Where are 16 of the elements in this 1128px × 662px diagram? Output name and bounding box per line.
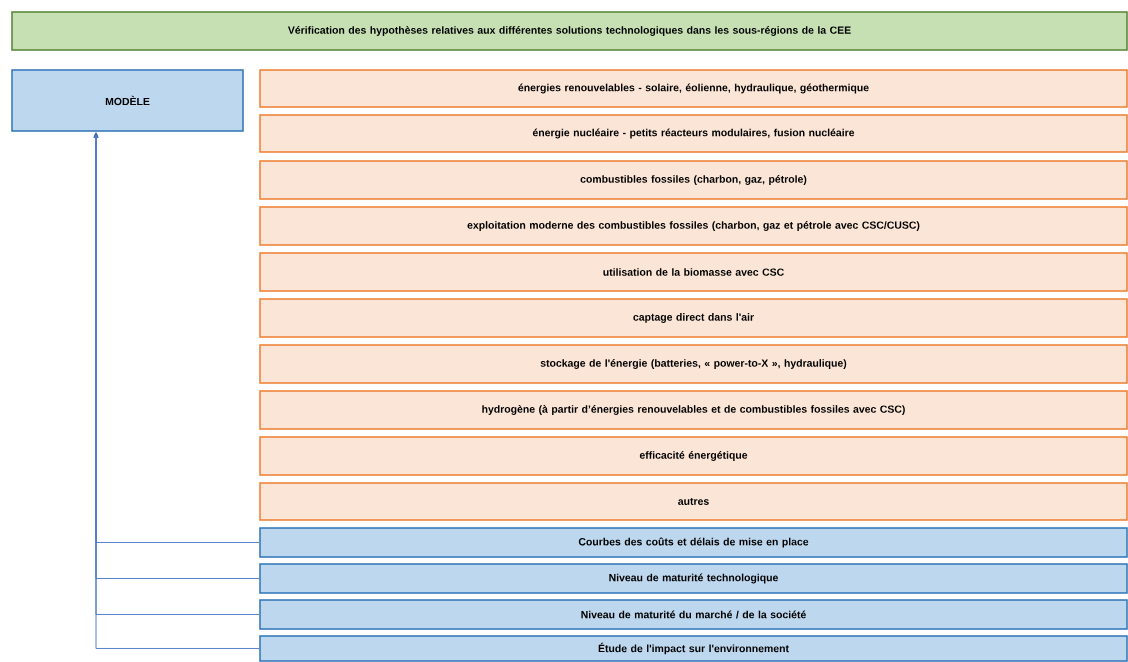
title-band: Vérification des hypothèses relatives aux différentes solutions technologiques dans les sous-régions de la CEE	[11, 11, 1128, 51]
model-box: MODÈLE	[11, 69, 244, 132]
technology-box: hydrogène (à partir d’énergies renouvelables et de combustibles fossiles avec CSC)	[259, 390, 1128, 430]
technology-box: utilisation de la biomasse avec CSC	[259, 252, 1128, 292]
technology-box: exploitation moderne des combustibles fossiles (charbon, gaz et pétrole avec CSC/CUSC)	[259, 206, 1128, 246]
technology-box: captage direct dans l'air	[259, 298, 1128, 338]
factor-box: Niveau de maturité technologique	[259, 563, 1128, 594]
factor-box: Étude de l'impact sur l'environnement	[259, 635, 1128, 662]
technology-box: autres	[259, 482, 1128, 521]
technology-box: énergies renouvelables - solaire, éolienne, hydraulique, géothermique	[259, 69, 1128, 108]
technology-box: combustibles fossiles (charbon, gaz, pétrole)	[259, 160, 1128, 200]
technology-box: stockage de l'énergie (batteries, « power-to-X », hydraulique)	[259, 344, 1128, 384]
technology-box: efficacité énergétique	[259, 436, 1128, 476]
factor-box: Courbes des coûts et délais de mise en place	[259, 527, 1128, 558]
technology-box: énergie nucléaire - petits réacteurs modulaires, fusion nucléaire	[259, 114, 1128, 153]
factor-box: Niveau de maturité du marché / de la société	[259, 599, 1128, 630]
